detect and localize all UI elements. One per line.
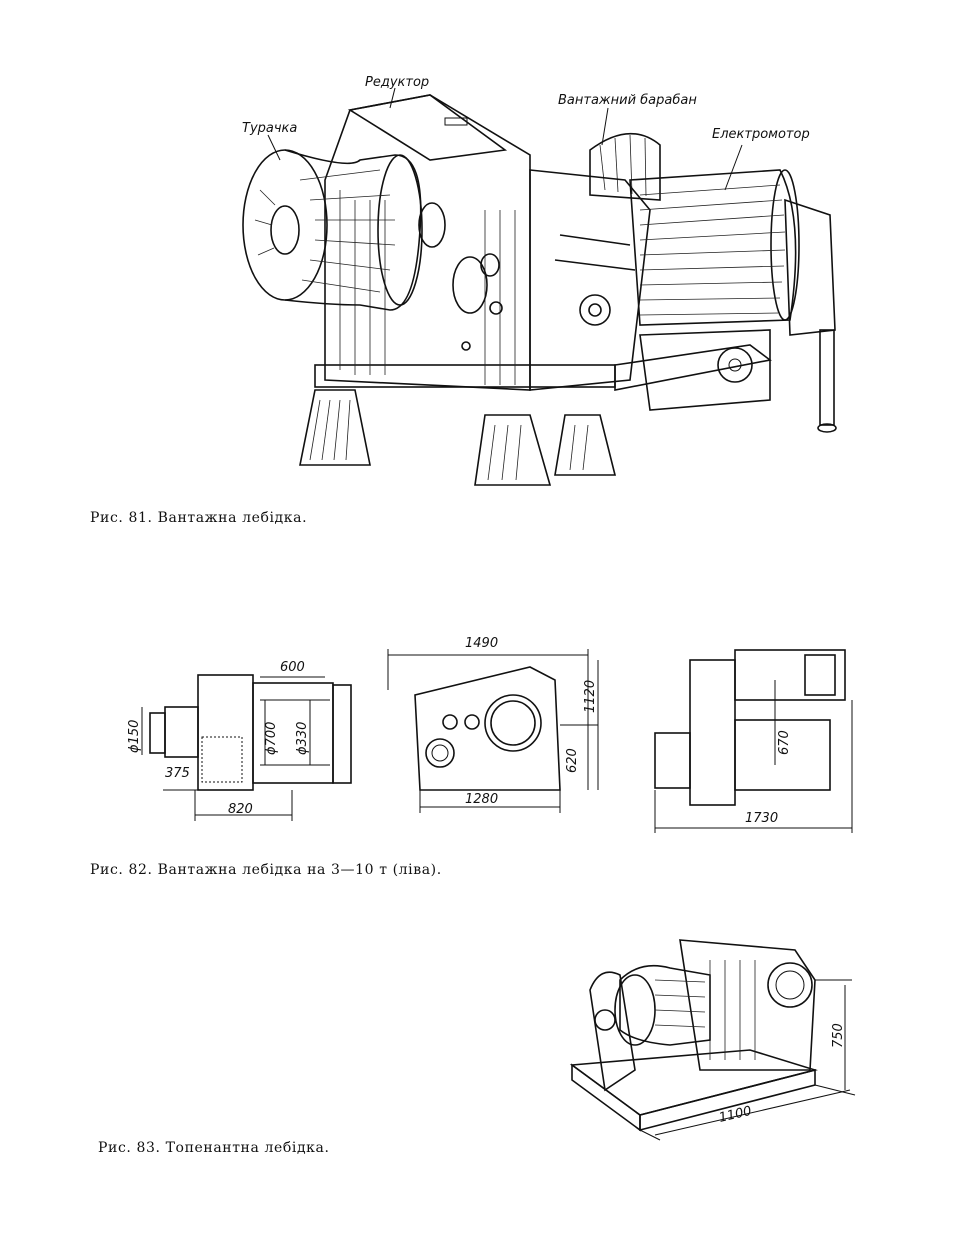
dim-1120: 1120 xyxy=(583,680,598,713)
cargo-drum xyxy=(529,132,661,391)
figure-82-caption: Рис. 82. Вантажна лебідка на 3—10 т (лів… xyxy=(90,862,442,878)
winch-front-view xyxy=(654,649,853,833)
dim-1730: 1730 xyxy=(745,811,778,826)
label-electric-motor: Електромотор xyxy=(712,127,810,142)
dim-1280: 1280 xyxy=(465,792,498,807)
dim-d330: ϕ330 xyxy=(295,722,310,755)
dim-1100: 1100 xyxy=(718,1104,754,1126)
winch-base xyxy=(299,344,772,486)
winch-side-view xyxy=(387,649,599,813)
dim-375: 375 xyxy=(165,766,190,781)
dim-1490: 1490 xyxy=(465,636,498,651)
winch-top-view xyxy=(141,674,352,821)
figure-83-topping-winch-drawing: 1100 750 xyxy=(569,939,856,1141)
dim-620: 620 xyxy=(565,748,580,773)
figure-83-caption: Рис. 83. Топенантна лебідка. xyxy=(98,1140,330,1156)
dim-d150: ϕ150 xyxy=(127,720,142,753)
figure-82-dimension-drawings: 600 820 375 ϕ150 ϕ700 ϕ330 1490 1280 112… xyxy=(127,636,853,833)
topping-winch-dimensions xyxy=(639,979,856,1141)
label-reducer: Редуктор xyxy=(365,75,429,90)
figure-81-cargo-winch-drawing: Турачка Редуктор Вантажний барабан Елект… xyxy=(242,75,837,486)
dim-750: 750 xyxy=(831,1023,846,1048)
dim-670: 670 xyxy=(777,730,792,755)
label-cargo-drum: Вантажний барабан xyxy=(558,93,697,108)
electric-motor xyxy=(629,169,837,433)
dim-600: 600 xyxy=(280,660,305,675)
topping-winch-body xyxy=(569,939,818,1132)
label-leaders xyxy=(267,87,743,191)
figure-81-caption: Рис. 81. Вантажна лебідка. xyxy=(90,510,308,526)
dim-d700: ϕ700 xyxy=(264,722,279,755)
dim-820: 820 xyxy=(228,802,253,817)
capstan-drum xyxy=(242,149,423,311)
label-capstan: Турачка xyxy=(242,121,297,136)
